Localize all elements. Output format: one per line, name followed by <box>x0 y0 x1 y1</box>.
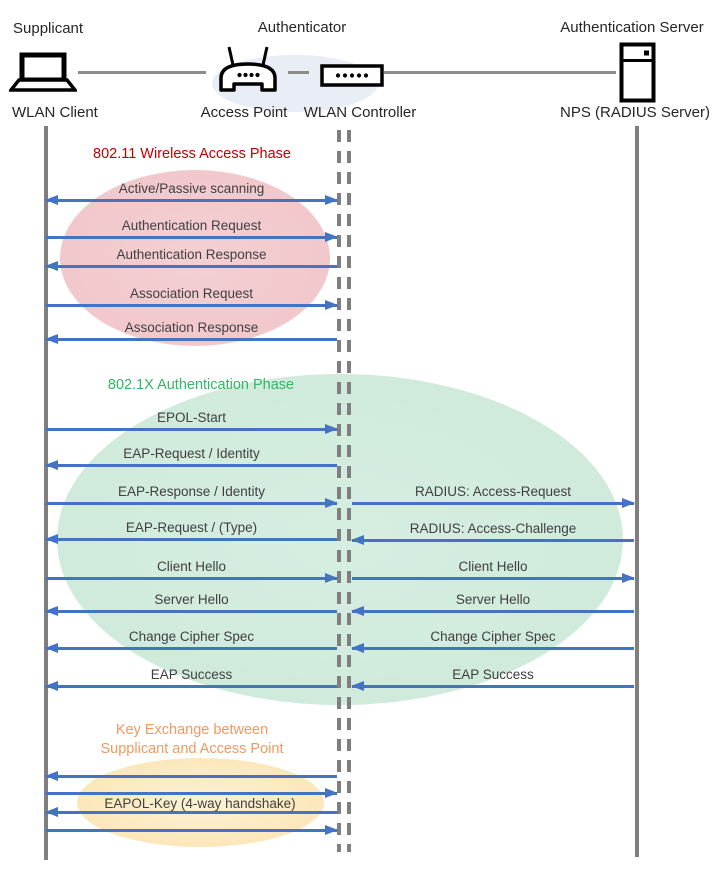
device-label-wlan-controller: WLAN Controller <box>303 104 417 121</box>
arrow-bidirectional <box>46 199 337 202</box>
message-label: EAP Success <box>150 667 233 682</box>
connector-ap-to-controller <box>288 71 309 74</box>
wlan-controller-icon <box>320 64 384 87</box>
arrow-left <box>46 338 337 341</box>
connector-client-to-ap <box>78 71 206 74</box>
message-label: EPOL-Start <box>156 410 227 425</box>
arrow-left <box>46 538 337 541</box>
message-label: EAP-Request / (Type) <box>125 520 258 535</box>
arrow-right <box>46 502 337 505</box>
message-label: Client Hello <box>458 559 528 574</box>
arrow-right <box>46 236 337 239</box>
arrow-right <box>46 829 337 832</box>
arrow-left <box>352 647 634 650</box>
access-point-icon <box>219 46 277 92</box>
phase1-title: 802.11 Wireless Access Phase <box>93 146 291 162</box>
device-label-nps: NPS (RADIUS Server) <box>559 104 711 121</box>
arrow-right <box>352 502 634 505</box>
arrow-left <box>352 610 634 613</box>
arrow-left <box>46 464 337 467</box>
message-label: Association Response <box>124 320 259 335</box>
laptop-icon <box>9 52 77 92</box>
message-label: Authentication Request <box>121 218 262 233</box>
arrow-right <box>46 792 337 795</box>
message-label: Server Hello <box>154 592 229 607</box>
server-icon <box>619 42 656 103</box>
lifeline-controller-dashed-1 <box>337 130 341 852</box>
eapol-key-label: EAPOL-Key (4-way handshake) <box>104 796 296 811</box>
message-label: Client Hello <box>156 559 227 574</box>
message-label: RADIUS: Access-Challenge <box>409 521 577 536</box>
message-label: Server Hello <box>455 592 531 607</box>
role-label-authenticator: Authenticator <box>257 19 347 36</box>
arrow-right <box>46 428 337 431</box>
lifeline-wlan-client <box>44 126 48 860</box>
device-label-access-point: Access Point <box>200 104 288 121</box>
arrow-left <box>46 775 337 778</box>
arrow-left <box>46 610 337 613</box>
lifeline-radius-server <box>635 126 639 857</box>
arrow-right <box>46 577 337 580</box>
arrow-right <box>46 304 337 307</box>
message-label: Change Cipher Spec <box>430 629 556 644</box>
phase3-title: Key Exchange between Supplicant and Acce… <box>101 721 284 759</box>
role-label-supplicant: Supplicant <box>13 20 84 37</box>
message-label: RADIUS: Access-Request <box>414 484 572 499</box>
connector-controller-to-server <box>384 71 616 74</box>
phase3-key-exchange-ellipse <box>77 758 324 847</box>
message-label: Change Cipher Spec <box>128 629 255 644</box>
message-label: EAP-Response / Identity <box>117 484 266 499</box>
arrow-left <box>46 265 337 268</box>
lifeline-controller-dashed-2 <box>347 130 351 852</box>
role-label-authentication-server: Authentication Server <box>560 19 704 36</box>
arrow-left <box>46 685 337 688</box>
arrow-left <box>46 811 337 814</box>
phase3-title-line1: Key Exchange between <box>115 722 269 738</box>
arrow-left <box>352 539 634 542</box>
arrow-left <box>352 685 634 688</box>
message-label: Authentication Response <box>116 247 267 262</box>
message-label: EAP Success <box>452 667 534 682</box>
device-label-wlan-client: WLAN Client <box>12 104 98 121</box>
arrow-right <box>352 577 634 580</box>
message-label: Association Request <box>129 286 254 301</box>
arrow-left <box>46 647 337 650</box>
message-label: EAP-Request / Identity <box>123 446 260 461</box>
phase2-title: 802.1X Authentication Phase <box>107 377 295 393</box>
phase3-title-line2: Supplicant and Access Point <box>100 741 284 757</box>
message-label: Active/Passive scanning <box>118 181 265 196</box>
